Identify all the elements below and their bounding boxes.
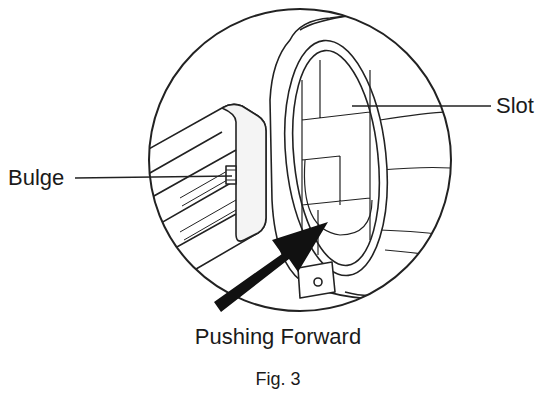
action-label: Pushing Forward — [195, 326, 361, 348]
part-label: Bulge — [8, 167, 64, 189]
leader-line — [352, 105, 491, 106]
bulge — [226, 166, 236, 184]
part-label: Slot — [496, 95, 534, 117]
push-arrow — [214, 222, 328, 312]
figure-caption: Fig. 3 — [255, 370, 300, 388]
leader-line — [75, 176, 232, 178]
battery-and-handle — [120, 0, 470, 320]
